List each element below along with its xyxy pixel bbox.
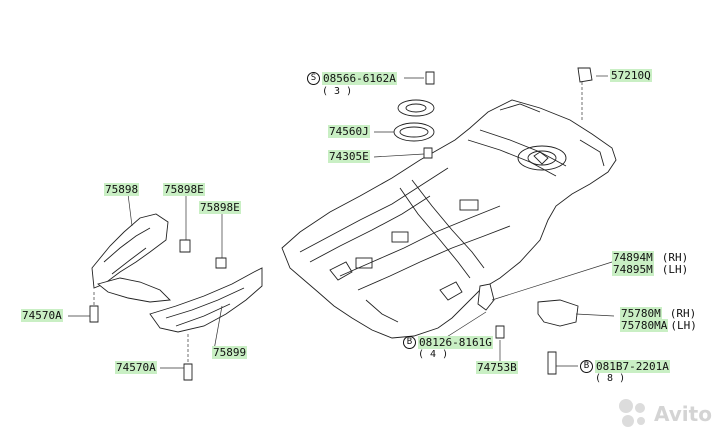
label-75780ma: 75780MA(LH) — [620, 319, 697, 332]
part-number: 081B7-2201A — [595, 359, 670, 373]
part-number: 08566-6162A — [322, 71, 397, 85]
part-number: 74570A — [21, 309, 63, 322]
label-75898: 75898 — [104, 183, 140, 196]
undercover-left — [89, 213, 263, 381]
label-74894m: 74894M (RH) — [612, 251, 689, 264]
part-number: 75780M — [620, 307, 662, 320]
label-74570a-a: 74570A — [21, 309, 63, 322]
label-74895m: 74895M (LH) — [612, 263, 689, 276]
watermark-text: Avito — [654, 402, 712, 426]
part-number: 74570A — [115, 361, 157, 374]
part-number: 74894M — [612, 251, 654, 264]
part-number: 75899 — [212, 346, 248, 359]
side-indicator: (LH) — [670, 319, 697, 332]
circle-b-icon: B — [403, 336, 416, 349]
leader-lines — [68, 75, 615, 369]
label-75780m: 75780M (RH) — [620, 307, 697, 320]
label-75898e-b: 75898E — [199, 201, 241, 214]
part-number: 08126-8161G — [418, 335, 493, 349]
side-indicator: (RH) — [669, 307, 697, 320]
qty-08126-8161g: ( 4 ) — [418, 349, 449, 360]
avito-watermark: Avito — [616, 396, 712, 432]
qty-081b7-2201a: ( 8 ) — [595, 373, 626, 384]
label-74560j: 74560J — [328, 125, 370, 138]
part-number: 75780MA — [620, 319, 669, 332]
side-indicator: (RH) — [661, 251, 689, 264]
avito-logo-icon — [619, 399, 645, 427]
qty-08566-6162a: ( 3 ) — [322, 86, 353, 97]
part-number: 74560J — [328, 125, 370, 138]
floor-pan — [281, 99, 617, 339]
part-number: 75898E — [163, 183, 205, 196]
circle-s-icon: S — [307, 72, 320, 85]
part-number: 57210Q — [610, 69, 652, 82]
part-number: 75898 — [104, 183, 140, 196]
part-number: 74305E — [328, 150, 370, 163]
part-number: 75898E — [199, 201, 241, 214]
label-74570a-b: 74570A — [115, 361, 157, 374]
label-57210q: 57210Q — [610, 69, 652, 82]
part-number: 74895M — [612, 263, 654, 276]
part-number: 74753B — [476, 361, 518, 374]
label-74305e: 74305E — [328, 150, 370, 163]
brackets-right — [477, 283, 579, 375]
label-75898e-a: 75898E — [163, 183, 205, 196]
side-indicator: (LH) — [661, 263, 689, 276]
label-74753b: 74753B — [476, 361, 518, 374]
circle-b-icon: B — [580, 360, 593, 373]
label-75899: 75899 — [212, 346, 248, 359]
